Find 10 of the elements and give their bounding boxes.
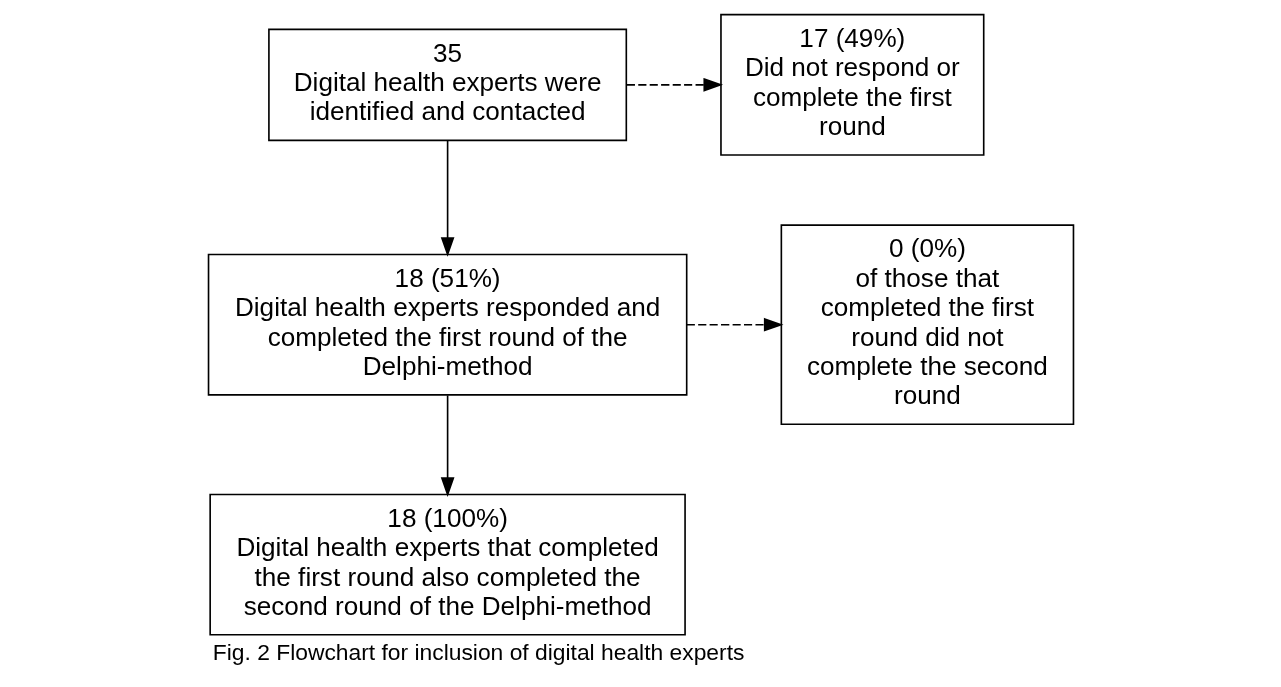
node-box: 18 (51%) Digital health experts responded and completed the first round of the Delphi-method bbox=[207, 253, 687, 396]
node-box: 18 (100%) Digital health experts that completed the first round also completed the second round of the Delphi-method bbox=[208, 493, 686, 636]
node-box: 17 (49%) Did not respond or complete the first round bbox=[719, 13, 985, 156]
node-box: 35 Digital health experts were identified and contacted bbox=[267, 28, 627, 142]
arrow bbox=[440, 139, 454, 257]
arrow bbox=[685, 317, 783, 332]
arrow bbox=[440, 394, 454, 497]
caption: Fig. 2 Flowchart for inclusion of digital health experts bbox=[212, 638, 744, 665]
arrow bbox=[625, 77, 723, 92]
node-box: 0 (0%) of those that completed the first round did not complete the second round bbox=[780, 224, 1074, 426]
